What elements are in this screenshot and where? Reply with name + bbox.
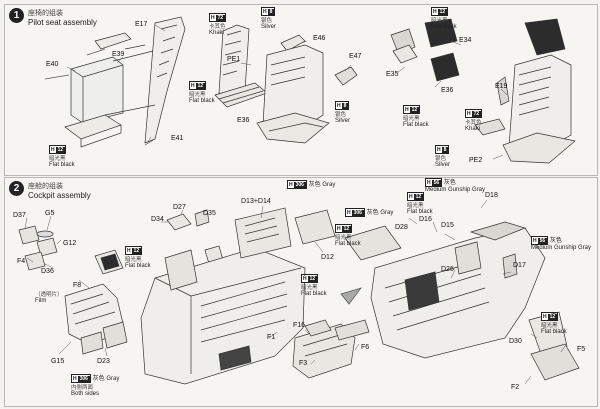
part-label-d34: D34 [151,216,164,223]
cockpit-tub-drawing [140,207,336,385]
leader-lines-step-1 [66,24,508,160]
part-label-g15: G15 [51,358,65,365]
pedal-parts-drawing [102,209,224,349]
part-label-f16: F16 [293,322,306,329]
part-label-f3: F3 [299,360,308,367]
part-label-f5: F5 [577,346,586,353]
part-label-d12: D12 [321,254,334,261]
part-label-g12: G12 [63,240,77,247]
part-label-d18: D18 [485,192,498,199]
part-label-e35: E35 [386,71,399,78]
part-label-d30: D30 [509,338,522,345]
part-label-d15: D15 [441,222,454,229]
part-label-f4: F4 [17,258,26,265]
cockpit-assembled-drawing [344,221,580,381]
part-label-f1: F1 [267,334,276,341]
part-label-d35: D35 [203,210,216,217]
part-label-e19: E19 [495,83,508,90]
part-label-d36: D36 [41,268,54,275]
ejector-rail-drawing [214,24,306,108]
seat-parts-right-drawing [390,18,566,82]
part-label-g5: G5 [45,210,55,217]
part-label-e36-right: E36 [441,87,454,94]
step-2-title-en: Cockpit assembly [28,191,91,200]
step-1-number: 1 [9,8,24,23]
seat-middle-drawing [256,44,358,144]
step-1-panel: 1 座椅的组装 Pilot seat assembly [4,4,598,176]
part-label-d26: D26 [441,266,454,273]
part-label-f6: F6 [361,344,370,351]
part-label-d37: D37 [13,212,26,219]
part-label-f2: F2 [511,384,520,391]
part-label-d28: D28 [395,224,408,231]
step-1-header: 1 座椅的组装 Pilot seat assembly [9,8,97,27]
part-label-e17: E17 [135,21,148,28]
step-1-drawing [44,16,576,164]
part-label-d17: D17 [513,262,526,269]
part-label-d16: D16 [419,216,432,223]
part-label-d27: D27 [173,204,186,211]
part-label-e47: E47 [349,53,362,60]
part-label-f8: F8 [73,282,82,289]
seat-assembled-drawing [474,54,576,164]
part-label-e40: E40 [46,61,59,68]
part-label-e36-mid: E36 [237,117,250,124]
step-1-title-zh: 座椅的组装 [28,9,63,17]
part-label-e39: E39 [112,51,125,58]
part-label-d13-d14: D13+D14 [241,198,271,205]
step-1-title-en: Pilot seat assembly [28,18,97,27]
part-label-e34: E34 [459,37,472,44]
part-label-pe2: PE2 [469,157,483,164]
part-label-pe1: PE1 [227,56,241,63]
step-2-number: 2 [9,181,24,196]
step-2-title-zh: 座舱的组装 [28,182,63,190]
step-2-panel: 2 座舱的组装 Cockpit assembly [4,177,598,407]
leader-lines-step-2 [24,199,566,385]
floor-parts-drawing [292,287,370,379]
step-2-drawing [18,199,580,385]
part-label-e41: E41 [171,135,184,142]
part-label-d23: D23 [97,358,110,365]
paint-callout-film: （透明片）Film [35,292,63,304]
exploded-seat-drawing [44,16,186,148]
step-2-header: 2 座舱的组装 Cockpit assembly [9,181,91,200]
part-label-e46: E46 [313,35,326,42]
